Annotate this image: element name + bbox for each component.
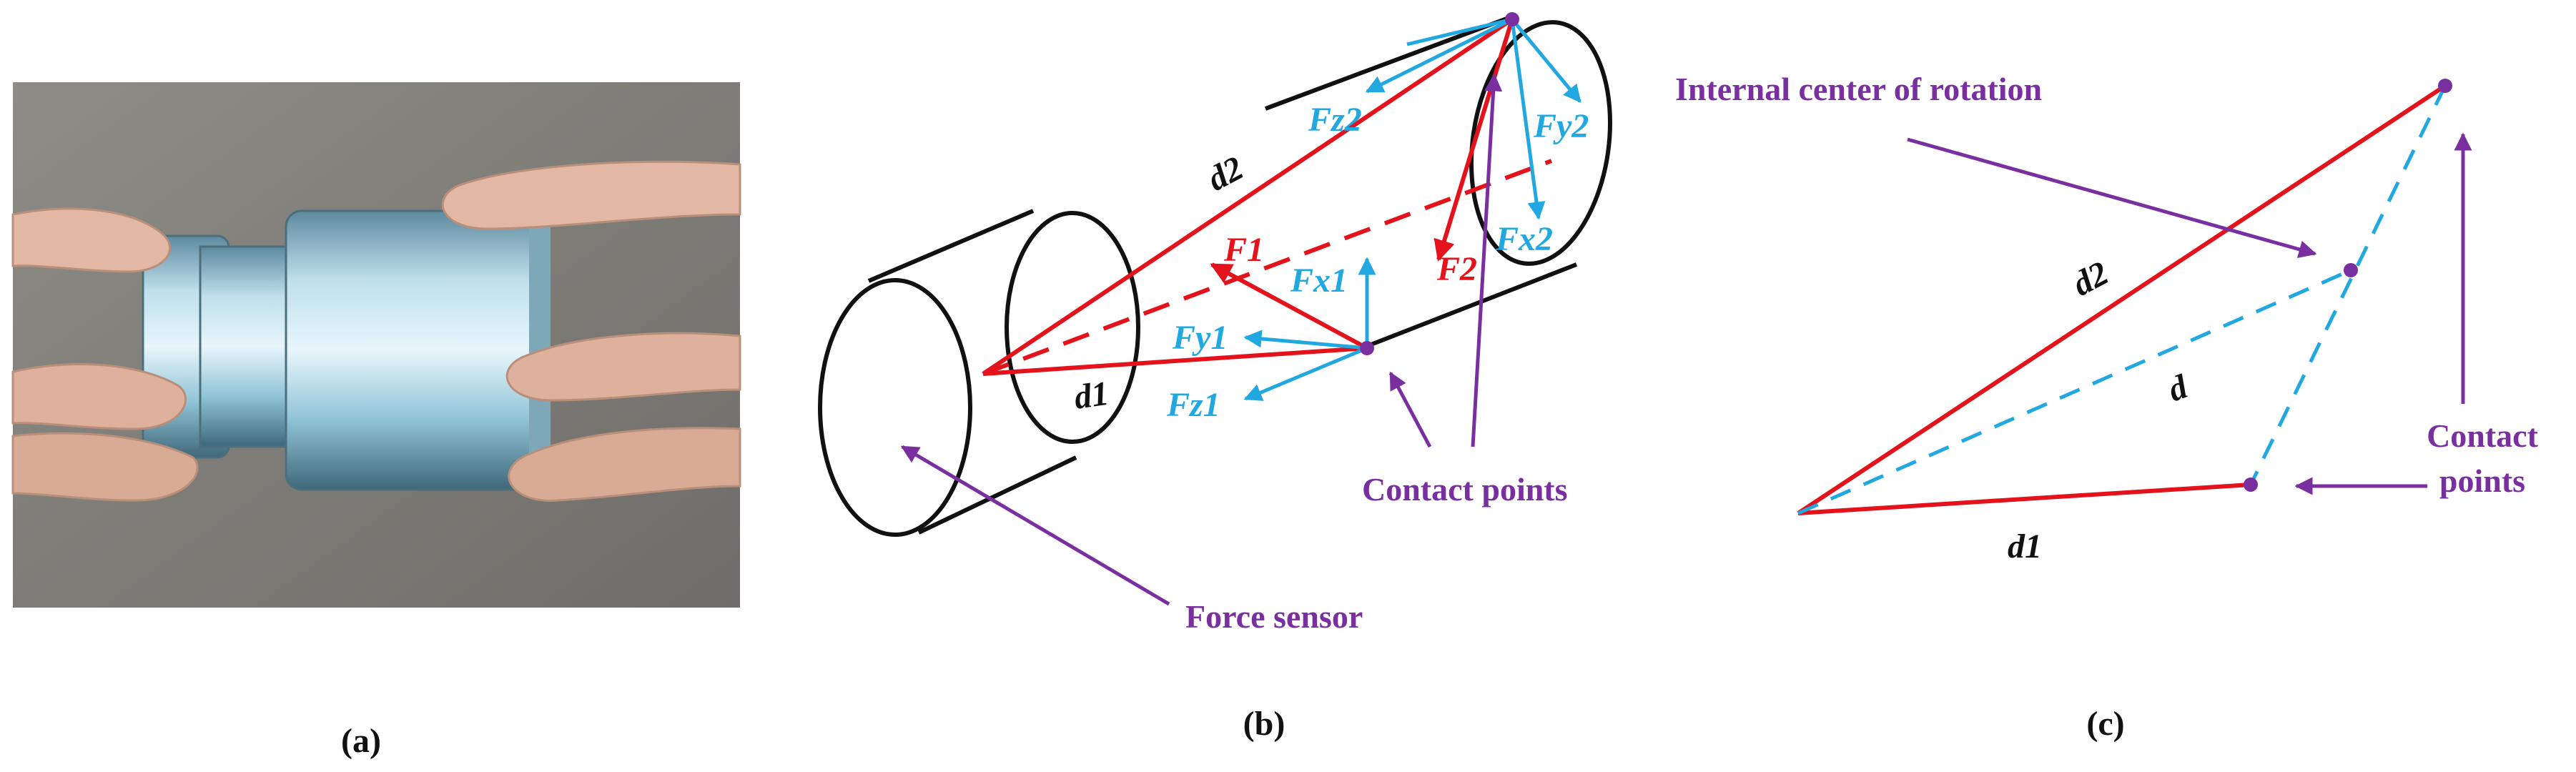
label-c-d1: d1 [2008, 528, 2042, 565]
label-Fz1: Fz1 [1166, 386, 1220, 424]
label-c-d: d [2163, 367, 2193, 409]
label-F1: F1 [1223, 231, 1264, 269]
label-c-d2: d2 [2066, 254, 2114, 303]
label-Fy2: Fy2 [1533, 107, 1589, 145]
peg-photo [11, 82, 741, 608]
label-d1: d1 [1072, 375, 1111, 417]
label-contact: Contact [2427, 417, 2539, 454]
label-force-sensor: Force sensor [1185, 598, 1363, 635]
label-F2: F2 [1436, 250, 1477, 288]
caption-a: (a) [341, 722, 381, 760]
panel-b: d2 d1 F1 F2 Fx1 Fy1 Fz1 Fx2 Fy2 Fz2 Cont… [818, 12, 1613, 743]
label-Fx1: Fx1 [1290, 262, 1348, 300]
caption-c: (c) [2086, 705, 2124, 743]
label-Fy1: Fy1 [1172, 319, 1228, 357]
label-contact-points: Contact points [1362, 471, 1568, 508]
label-points: points [2439, 462, 2525, 499]
label-Fz2: Fz2 [1308, 101, 1362, 139]
contact-point-2 [1505, 12, 1519, 26]
contact-point-bottom [2244, 477, 2258, 492]
contact-point-1 [1360, 341, 1374, 355]
hole-ellipse [1469, 20, 1613, 266]
peg-base-ellipse [1005, 211, 1140, 444]
panel-a: (a) [11, 82, 741, 760]
contact-point-top [2438, 79, 2452, 93]
panel-c: Internal center of rotation d2 d d1 Cont… [1675, 71, 2539, 743]
sensor-end-ellipse [818, 278, 972, 537]
caption-b: (b) [1243, 705, 1285, 743]
internal-center-point [2344, 263, 2358, 277]
label-internal-center: Internal center of rotation [1675, 71, 2042, 107]
label-Fx2: Fx2 [1495, 220, 1553, 258]
label-d2: d2 [1201, 149, 1249, 198]
